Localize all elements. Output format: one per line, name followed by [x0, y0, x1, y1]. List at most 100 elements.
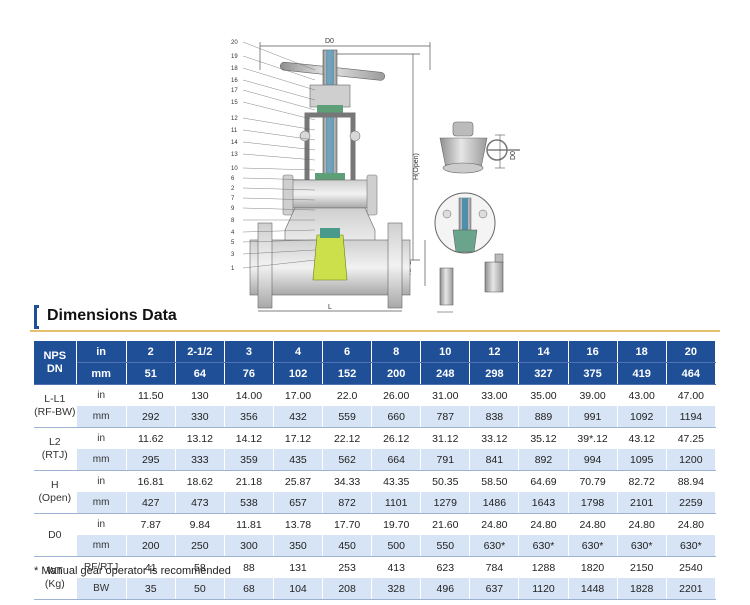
nps-header-cell: 2 — [126, 341, 176, 363]
nps-unit-header: in — [76, 341, 127, 363]
leader-line — [242, 177, 316, 181]
label-h-open: H(Open) — [413, 153, 420, 180]
section-bracket-icon — [34, 305, 39, 329]
part-number-label: 6 — [231, 176, 235, 182]
leader-line — [242, 117, 316, 131]
nps-header-cell: 16 — [568, 341, 618, 363]
table-cell: 1820 — [568, 556, 618, 578]
leader-line — [242, 101, 316, 121]
unit-cell: BW — [76, 578, 127, 600]
table-cell: 300 — [224, 535, 274, 557]
nps-header-cell: 8 — [371, 341, 422, 363]
table-cell: 21.18 — [224, 470, 274, 492]
table-cell: 68 — [224, 578, 274, 600]
section-header: Dimensions Data — [30, 301, 720, 332]
unit-cell: mm — [76, 535, 127, 557]
table-cell: 630* — [469, 535, 520, 557]
table-cell: 562 — [322, 449, 373, 471]
table-cell: 35 — [126, 578, 176, 600]
bolt — [282, 174, 294, 216]
table-cell: 295 — [126, 449, 176, 471]
table-cell: 24.80 — [518, 513, 569, 535]
table-cell: 791 — [420, 449, 471, 471]
table-cell: 24.80 — [617, 513, 667, 535]
bolt — [366, 174, 378, 216]
leader-line — [242, 239, 316, 243]
table-cell: 17.00 — [273, 384, 324, 406]
leader-line — [242, 129, 316, 141]
unit-cell: mm — [76, 449, 127, 471]
dimension-d0-top — [259, 42, 431, 70]
table-cell: 24.80 — [666, 513, 717, 535]
table-cell: 11.62 — [126, 427, 176, 449]
yoke-nut — [309, 84, 351, 108]
row-group-label: D0 — [34, 513, 77, 557]
dn-header-cell: 375 — [568, 362, 618, 385]
table-cell: 43.12 — [617, 427, 667, 449]
dn-header-cell: 102 — [273, 362, 324, 385]
label-d0-top: D0 — [325, 38, 334, 45]
nps-header-cell: 20 — [666, 341, 717, 363]
dn-header-cell: 76 — [224, 362, 274, 385]
table-cell: 25.87 — [273, 470, 324, 492]
table-cell: 253 — [322, 556, 373, 578]
table-cell: 17.12 — [273, 427, 324, 449]
table-cell: 17.70 — [322, 513, 373, 535]
table-cell: 1101 — [371, 492, 422, 514]
table-cell: 26.12 — [371, 427, 422, 449]
table-cell: 208 — [322, 578, 373, 600]
part-number-label: 9 — [231, 206, 235, 212]
table-cell: 39*.12 — [568, 427, 618, 449]
table-cell: 991 — [568, 406, 618, 428]
row-group-label: L2 (RTJ) — [34, 427, 77, 471]
unit-cell: in — [76, 513, 127, 535]
table-cell: 21.60 — [420, 513, 471, 535]
table-cell: 34.33 — [322, 470, 373, 492]
table-cell: 660 — [371, 406, 422, 428]
table-cell: 2150 — [617, 556, 667, 578]
leader-line — [242, 89, 316, 111]
table-cell: 58 — [175, 556, 225, 578]
table-cell: 630* — [617, 535, 667, 557]
table-cell: 16.81 — [126, 470, 176, 492]
part-number-label: 2 — [231, 186, 235, 192]
dn-header-cell: 200 — [371, 362, 422, 385]
table-cell: 11.50 — [126, 384, 176, 406]
table-cell: 9.84 — [175, 513, 225, 535]
table-cell: 14.12 — [224, 427, 274, 449]
table-cell: 450 — [322, 535, 373, 557]
table-cell: 1095 — [617, 449, 667, 471]
unit-cell: in — [76, 427, 127, 449]
table-cell: 496 — [420, 578, 471, 600]
table-cell: 841 — [469, 449, 520, 471]
table-cell: 994 — [568, 449, 618, 471]
table-cell: 2101 — [617, 492, 667, 514]
nps-header-cell: 2-1/2 — [175, 341, 225, 363]
leader-line — [242, 229, 316, 233]
table-cell: 33.00 — [469, 384, 520, 406]
leader-line — [242, 55, 316, 81]
part-number-label: 7 — [231, 196, 235, 202]
gear-operator — [439, 121, 520, 174]
table-cell: 1092 — [617, 406, 667, 428]
table-cell: 473 — [175, 492, 225, 514]
table-cell: 1200 — [666, 449, 717, 471]
part-number-label: 18 — [231, 66, 238, 72]
part-number-label: 4 — [231, 230, 235, 236]
leader-line — [242, 249, 316, 255]
table-cell: 1279 — [420, 492, 471, 514]
dn-header-cell: 419 — [617, 362, 667, 385]
part-number-label: 5 — [231, 240, 235, 246]
table-cell: 2259 — [666, 492, 717, 514]
table-cell: 292 — [126, 406, 176, 428]
table-cell: 47.25 — [666, 427, 717, 449]
nps-header-cell: 18 — [617, 341, 667, 363]
table-cell: 538 — [224, 492, 274, 514]
table-cell: 787 — [420, 406, 471, 428]
